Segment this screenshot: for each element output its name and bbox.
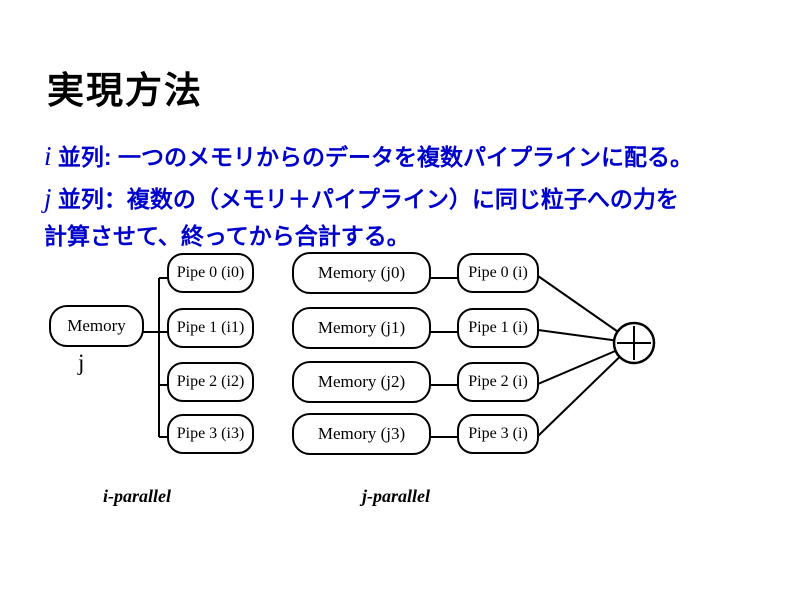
pipe-node-j3-label: Pipe 3 (i) — [468, 425, 528, 442]
memory-node-j1-label: Memory (j1) — [317, 318, 406, 337]
pipe-node-j1: Pipe 1 (i) — [457, 308, 539, 348]
plus-icon — [617, 326, 651, 360]
memory-node-label: Memory — [67, 316, 126, 335]
pipe-node-i2: Pipe 2 (i2) — [167, 362, 254, 402]
memory-node-j2: Memory (j2) — [292, 361, 431, 403]
body-line-1: i 並列: 一つのメモリからのデータを複数パイプラインに配る。 — [44, 138, 693, 172]
sum-node — [612, 321, 656, 365]
pipe-node-j0: Pipe 0 (i) — [457, 253, 539, 293]
body-line-2-text: 並列：複数の（メモリ＋パイプライン）に同じ粒子への力を — [51, 186, 679, 212]
pipe-node-j3: Pipe 3 (i) — [457, 414, 539, 454]
memory-node-j3-label: Memory (j3) — [317, 424, 406, 443]
memory-node-j1: Memory (j1) — [292, 307, 431, 349]
memory-node-j3: Memory (j3) — [292, 413, 431, 455]
body-line-3: 計算させて、終ってから合計する。 — [44, 217, 410, 251]
pipe-node-j2: Pipe 2 (i) — [457, 362, 539, 402]
memory-node-j2-label: Memory (j2) — [317, 372, 406, 391]
body-line-1-text: 並列: 一つのメモリからのデータを複数パイプラインに配る。 — [51, 144, 693, 170]
slide-title: 実現方法 — [47, 70, 203, 111]
memory-node: Memory — [49, 305, 144, 347]
pipe-node-i0-label: Pipe 0 (i0) — [176, 264, 245, 281]
pipe-node-i3-label: Pipe 3 (i3) — [176, 425, 245, 442]
pipe-node-j1-label: Pipe 1 (i) — [468, 319, 528, 336]
pipe-node-i2-label: Pipe 2 (i2) — [176, 373, 245, 390]
var-i: i — [44, 141, 52, 171]
body-line-2: j 並列：複数の（メモリ＋パイプライン）に同じ粒子への力を — [44, 180, 679, 214]
memory-node-j0-label: Memory (j0) — [317, 263, 406, 282]
var-j: j — [44, 183, 52, 213]
caption-i-parallel: i-parallel — [103, 486, 171, 506]
pipe-node-i0: Pipe 0 (i0) — [167, 253, 254, 293]
pipe-node-i1-label: Pipe 1 (i1) — [176, 319, 245, 336]
caption-j-parallel: j-parallel — [362, 486, 430, 506]
pipe-node-j2-label: Pipe 2 (i) — [468, 373, 528, 390]
pipe-node-i1: Pipe 1 (i1) — [167, 308, 254, 348]
memory-node-j0: Memory (j0) — [292, 252, 431, 294]
memory-index-label: j — [78, 350, 85, 375]
pipe-node-j0-label: Pipe 0 (i) — [468, 264, 528, 281]
pipe-node-i3: Pipe 3 (i3) — [167, 414, 254, 454]
body-line-3-text: 計算させて、終ってから合計する。 — [44, 223, 410, 249]
